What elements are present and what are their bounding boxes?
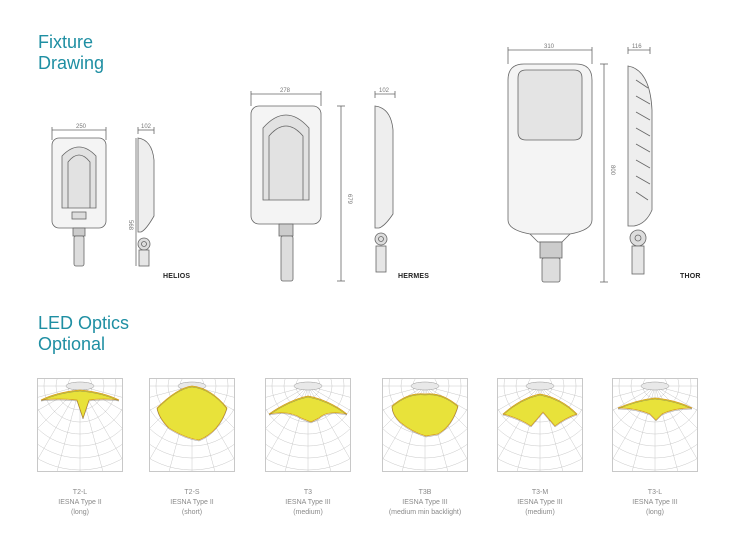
led-optics-heading: LED Optics Optional [38, 313, 129, 355]
optic-note: (medium) [525, 509, 555, 516]
optic-type: IESNA Type III [632, 499, 678, 506]
optic-code: T2-L [72, 489, 88, 496]
optic-caption: T3B IESNA Type III (medium min backlight) [365, 488, 485, 518]
fixture-drawing-heading: Fixture Drawing [38, 32, 104, 74]
optic-diagram-t3b [382, 378, 468, 472]
optic-type: IESNA Type III [517, 499, 563, 506]
optic-note: (long) [71, 509, 89, 516]
optic-caption: T2-S IESNA Type II (short) [132, 488, 252, 518]
hermes-height-label: 679 [346, 194, 352, 205]
optic-caption: T3-M IESNA Type III (medium) [480, 488, 600, 518]
optic-note: (medium min backlight) [388, 509, 462, 516]
helios-height-label: 568 [127, 220, 133, 231]
optic-diagram-t3 [265, 378, 351, 472]
helios-label: HELIOS [163, 273, 191, 280]
helios-width-label: 250 [76, 124, 87, 130]
thor-depth-label: 116 [632, 44, 642, 50]
thor-height-label: 800 [609, 165, 615, 176]
thor-label: THOR [680, 273, 701, 280]
heading-line: Drawing [38, 53, 105, 73]
optic-caption: T3-L IESNA Type III (long) [595, 488, 715, 518]
optic-note: (medium) [293, 509, 323, 516]
optic-type: IESNA Type II [58, 499, 102, 506]
optic-type: IESNA Type III [402, 499, 448, 506]
optic-note: (short) [181, 509, 203, 516]
optic-caption: T2-L IESNA Type II (long) [20, 488, 140, 518]
thor-drawing: 310 116 800 [507, 44, 653, 283]
hermes-width-label: 278 [280, 88, 291, 94]
helios-drawing: 250 102 568 [51, 124, 155, 267]
optic-note: (long) [646, 509, 664, 516]
optic-type: IESNA Type II [170, 499, 214, 506]
optic-code: T3B [418, 489, 432, 496]
optic-diagram-t2-s [149, 378, 235, 472]
helios-depth-label: 102 [141, 124, 152, 130]
heading-line: Fixture [38, 32, 94, 52]
optic-code: T3-M [531, 489, 549, 496]
hermes-drawing: 278 102 679 [250, 88, 396, 282]
heading-line: LED Optics [38, 313, 130, 333]
optic-diagram-t3-m [497, 378, 583, 472]
optic-type: IESNA Type III [285, 499, 331, 506]
optic-diagram-t2-l [37, 378, 123, 472]
hermes-label: HERMES [398, 273, 430, 280]
optic-code: T2-S [184, 489, 200, 496]
optic-code: T3 [303, 489, 313, 496]
hermes-depth-label: 102 [379, 88, 390, 94]
optic-code: T3-L [647, 489, 663, 496]
heading-line: Optional [38, 334, 106, 354]
thor-width-label: 310 [544, 44, 555, 50]
optic-diagram-t3-l [612, 378, 698, 472]
